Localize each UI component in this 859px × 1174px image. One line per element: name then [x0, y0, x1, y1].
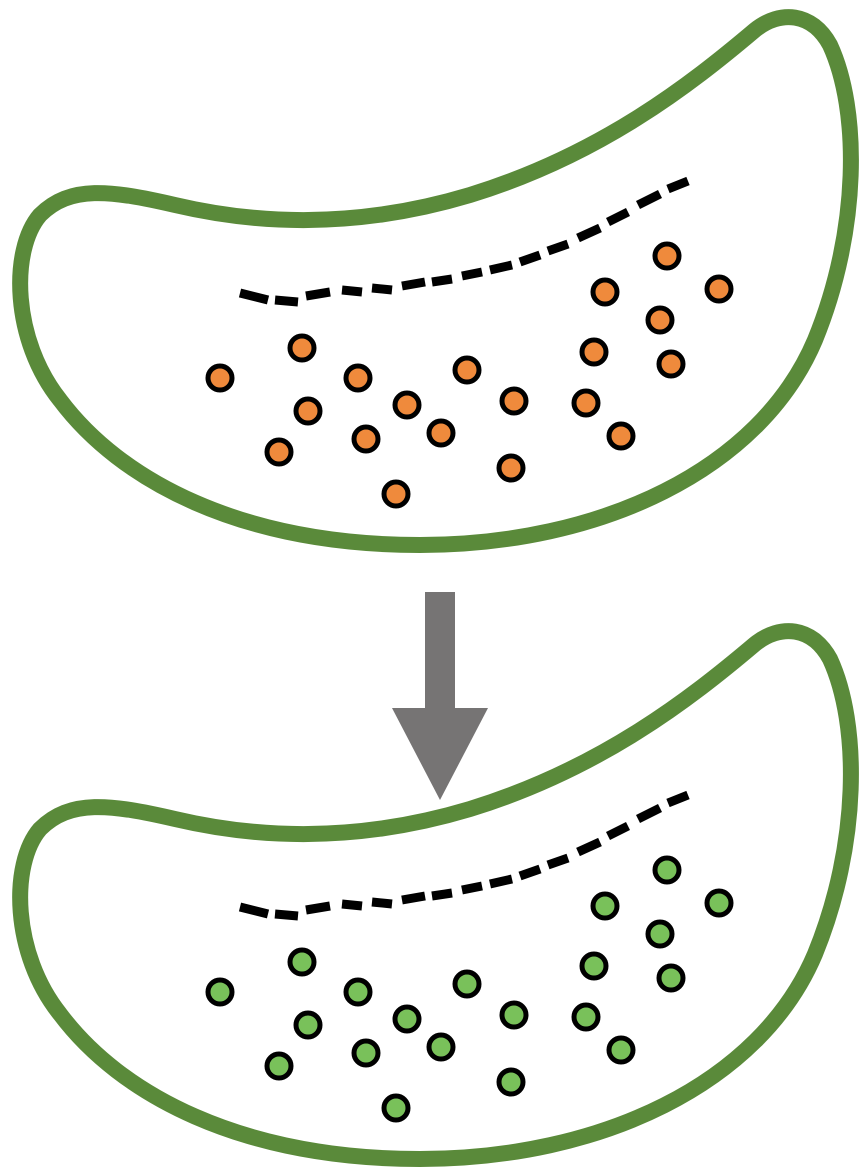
- particle-after: [296, 1013, 320, 1037]
- particle-after: [354, 1041, 378, 1065]
- particle-after: [455, 972, 479, 996]
- dash-segment: [372, 288, 392, 290]
- particle-after: [267, 1054, 291, 1078]
- dash-segment: [462, 272, 482, 276]
- particle-before: [346, 366, 370, 390]
- particle-after: [659, 966, 683, 990]
- dash-segment: [306, 292, 330, 296]
- particle-after: [499, 1070, 523, 1094]
- particle-before: [655, 244, 679, 268]
- particle-before: [499, 456, 523, 480]
- particle-before: [707, 277, 731, 301]
- particle-after: [429, 1035, 453, 1059]
- particle-after: [395, 1007, 419, 1031]
- arrow-head: [392, 708, 488, 800]
- particle-after: [290, 950, 314, 974]
- particle-before: [574, 391, 598, 415]
- dash-segment: [462, 886, 482, 890]
- particle-before: [208, 366, 232, 390]
- particle-before: [455, 358, 479, 382]
- dash-segment: [275, 300, 298, 302]
- particle-before: [267, 440, 291, 464]
- particle-before: [648, 308, 672, 332]
- dash-segment: [342, 904, 362, 906]
- dash-segment: [372, 902, 392, 904]
- cell-before: [20, 17, 851, 545]
- dash-segment: [432, 893, 452, 896]
- particle-before: [609, 424, 633, 448]
- particle-after: [346, 980, 370, 1004]
- particle-before: [354, 427, 378, 451]
- particle-before: [502, 389, 526, 413]
- arrow-down-icon: [392, 592, 488, 800]
- dash-segment: [432, 279, 452, 282]
- particle-after: [574, 1005, 598, 1029]
- particle-after: [582, 954, 606, 978]
- particle-after: [707, 891, 731, 915]
- particle-after: [648, 922, 672, 946]
- particle-before: [429, 421, 453, 445]
- particle-before: [582, 340, 606, 364]
- particle-before: [659, 352, 683, 376]
- particle-after: [609, 1038, 633, 1062]
- particle-after: [655, 858, 679, 882]
- arrow-shaft: [425, 592, 455, 710]
- dash-segment: [342, 290, 362, 292]
- particle-before: [593, 280, 617, 304]
- dash-segment: [490, 265, 512, 270]
- particle-after: [384, 1096, 408, 1120]
- particle-before: [384, 482, 408, 506]
- dash-segment: [275, 914, 298, 916]
- dash-segment: [306, 906, 330, 910]
- particle-before: [296, 399, 320, 423]
- dash-segment: [402, 282, 425, 286]
- dash-segment: [402, 896, 425, 900]
- particle-after: [593, 894, 617, 918]
- particle-before: [395, 393, 419, 417]
- particle-after: [502, 1003, 526, 1027]
- dash-segment: [490, 879, 512, 884]
- particle-before: [290, 336, 314, 360]
- particle-after: [208, 980, 232, 1004]
